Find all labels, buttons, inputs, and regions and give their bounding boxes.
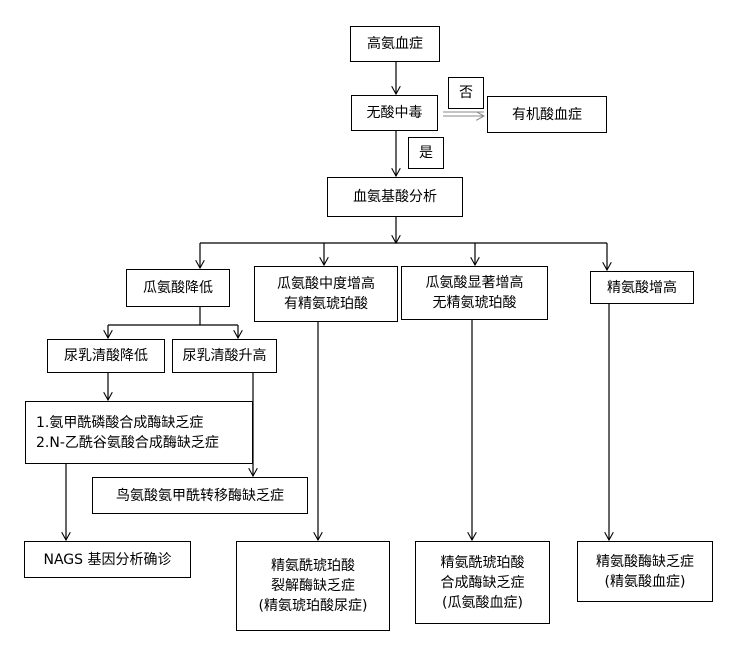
node-no-acidosis: 无酸中毒 — [351, 95, 438, 131]
node-citrulline-moderate: 瓜氨酸中度增高 有精氨琥珀酸 — [254, 266, 398, 322]
node-arginase-deficiency: 精氨酸酶缺乏症 (精氨酸血症) — [577, 541, 713, 602]
label-yes: 是 — [408, 137, 444, 169]
node-citrulline-marked: 瓜氨酸显著增高 无精氨琥珀酸 — [401, 266, 548, 320]
node-arginine-high: 精氨酸增高 — [590, 271, 694, 304]
node-nags-gene-diagnosis: NAGS 基因分析确诊 — [24, 541, 191, 578]
node-otc-deficiency: 鸟氨酸氨甲酰转移酶缺乏症 — [92, 477, 308, 514]
node-cps-nags-deficiency: 1.氨甲酰磷酸合成酶缺乏症 2.N-乙酰谷氨酸合成酶缺乏症 — [25, 401, 253, 464]
node-ass-deficiency: 精氨酰琥珀酸 合成酶缺乏症 (瓜氨酸血症) — [415, 541, 550, 624]
node-citrulline-low: 瓜氨酸降低 — [126, 269, 230, 307]
node-plasma-amino-acid: 血氨基酸分析 — [327, 177, 463, 217]
label-no: 否 — [448, 77, 484, 109]
node-organic-acidemia: 有机酸血症 — [487, 96, 607, 133]
node-orotic-high: 尿乳清酸升高 — [172, 339, 277, 373]
node-asl-deficiency: 精氨酰琥珀酸 裂解酶缺乏症 (精氨琥珀酸尿症) — [236, 541, 390, 631]
node-orotic-low: 尿乳清酸降低 — [47, 339, 165, 373]
node-hyperammonemia: 高氨血症 — [350, 26, 440, 62]
